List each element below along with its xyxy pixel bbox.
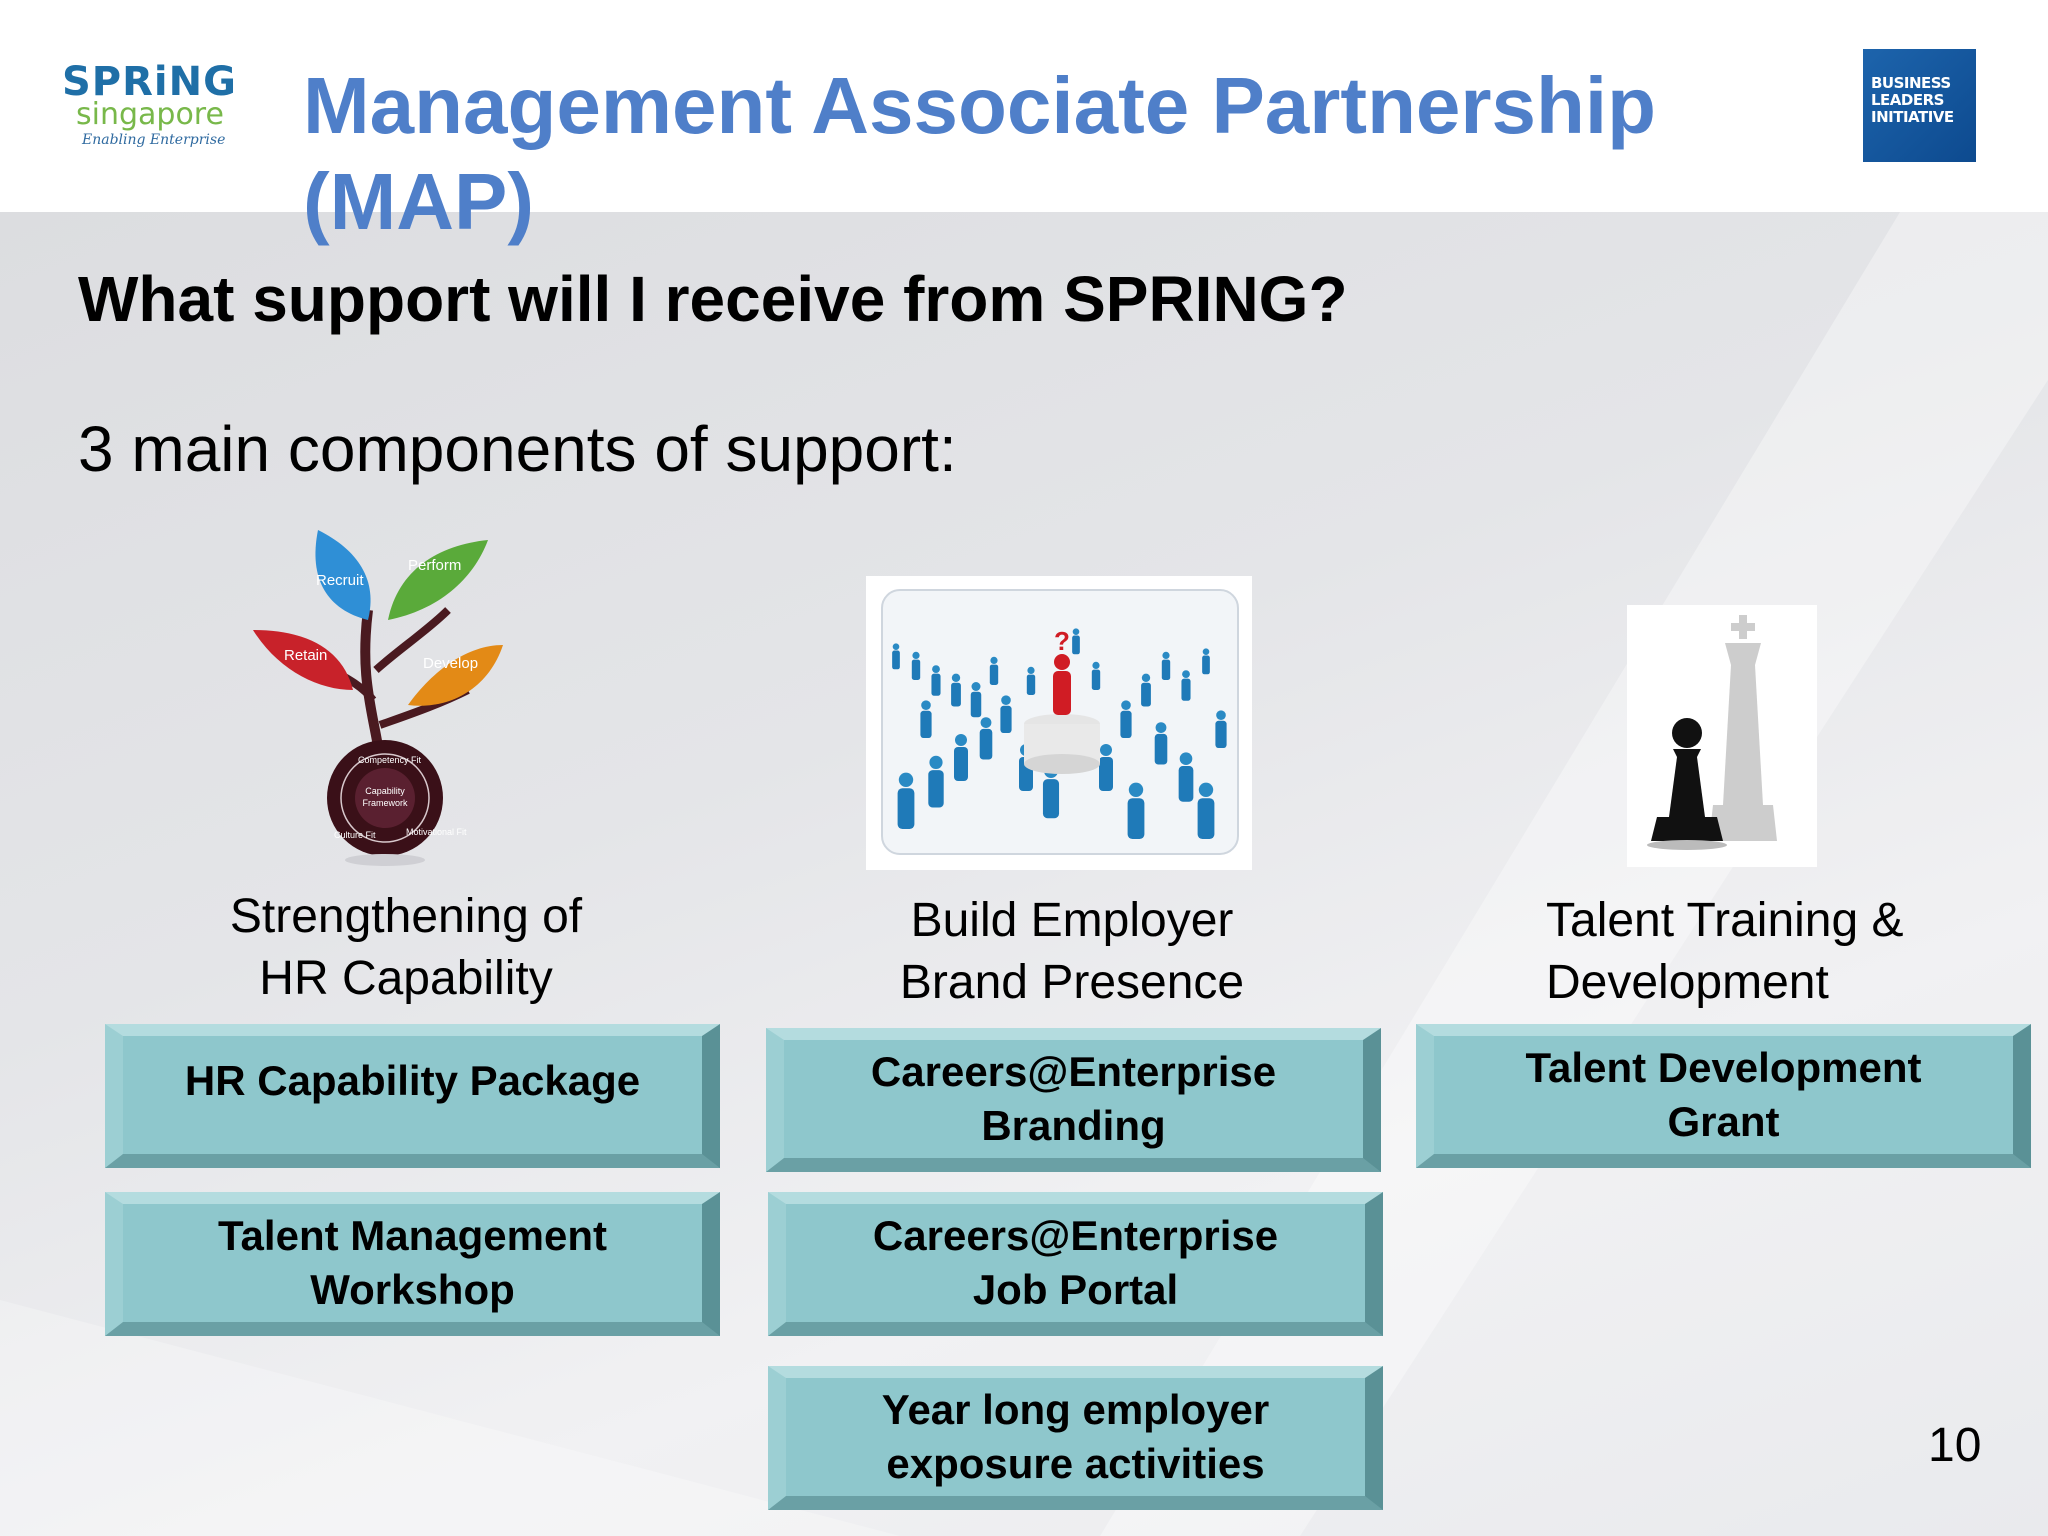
crowd-figure-body [1026, 674, 1036, 695]
leaf-label: Retain [284, 647, 327, 664]
header-band [0, 0, 2048, 212]
bli-line: BUSINESS [1871, 74, 1951, 92]
hr-capability-package-button[interactable]: HR Capability Package [105, 1024, 720, 1168]
crowd-figure-head [1128, 782, 1144, 797]
bli-line: LEADERS [1871, 91, 1944, 109]
crowd-figure-head [951, 673, 961, 682]
crowd-figure-head [1092, 661, 1100, 669]
crowd-figure-body [1042, 779, 1060, 819]
crowd-figure-head [1179, 752, 1193, 765]
crowd-figure-head [898, 772, 914, 787]
pawn [1651, 718, 1723, 841]
crowd-figure-body [1000, 705, 1012, 733]
crowd-figure-body [920, 710, 932, 738]
crowd-figure-head [990, 656, 998, 664]
crowd-employer-brand-illustration: ? [866, 576, 1252, 870]
crowd-figure-body [892, 650, 900, 670]
spring-singapore-logo: SPRiNG singapore Enabling Enterprise [62, 59, 237, 162]
logo-tagline: Enabling Enterprise [82, 132, 226, 148]
leaf-label: Recruit [316, 572, 364, 589]
crowd-figure-body [1178, 766, 1194, 802]
crowd-figure-head [1141, 673, 1151, 682]
crowd-figure-head [932, 665, 940, 673]
crowd-figure-head [1182, 670, 1190, 678]
root-ring-label: Motivational Fit [406, 827, 467, 837]
crowd-figure-body [1215, 720, 1227, 748]
root-center-label: Framework [362, 798, 408, 808]
root-center-label: Capability [365, 786, 405, 796]
crowd-figure-body [1120, 710, 1132, 738]
crowd-figure-head [1155, 722, 1167, 733]
crowd-figure-body [1202, 655, 1210, 675]
crowd-figure-head [929, 755, 943, 769]
crowd-figure-body [1161, 659, 1171, 680]
bli-line: INITIATIVE [1871, 108, 1954, 126]
crowd-figures [892, 628, 1227, 839]
slide-background [0, 212, 2048, 1536]
talent-development-grant-button[interactable]: Talent Development Grant [1416, 1024, 2031, 1168]
leaf-label: Develop [423, 655, 478, 672]
leaf-label: Perform [408, 557, 461, 574]
slide-question: What support will I receive from SPRING? [78, 263, 1348, 335]
component-caption-brand: Build Employer Brand Presence [899, 894, 1245, 1009]
crowd-figure-body [897, 788, 915, 829]
crowd-figure-body [1197, 798, 1215, 839]
crowd-figure-body [954, 747, 968, 781]
crowd-figure-head [1001, 695, 1011, 705]
crowd-figure-body [928, 770, 944, 808]
intro-text: 3 main components of support: [78, 413, 957, 485]
year-long-exposure-activities-button[interactable]: Year long employer exposure activities [768, 1366, 1383, 1510]
crowd-figure-body [1127, 798, 1145, 839]
careers-enterprise-branding-button[interactable]: Careers@Enterprise Branding [766, 1028, 1381, 1172]
careers-enterprise-job-portal-button[interactable]: Careers@Enterprise Job Portal [768, 1192, 1383, 1336]
crowd-figure-head [1027, 666, 1035, 674]
crowd-figure-head [971, 682, 981, 691]
crowd-figure-body [1072, 635, 1080, 655]
crowd-figure-head [921, 700, 931, 710]
crowd-figure-body [989, 664, 999, 685]
crowd-figure-head [892, 643, 900, 650]
crowd-figure-body [911, 659, 921, 680]
crowd-figure-body [1099, 757, 1113, 791]
king-shadow [1709, 615, 1777, 841]
crowd-figure-body [951, 682, 961, 707]
root-ring-label: Culture Fit [334, 830, 376, 840]
crowd-figure-head [1121, 700, 1131, 710]
crowd-figure-head [1162, 651, 1170, 659]
logo-wordmark: SPRiNG [62, 59, 237, 105]
figure-body [1053, 671, 1071, 715]
crowd-figure-head [980, 717, 992, 728]
crowd-figure-body [970, 691, 982, 718]
crowd-figure-head [1216, 710, 1226, 720]
crowd-figure-body [1141, 682, 1151, 707]
talent-management-workshop-button[interactable]: Talent Management Workshop [105, 1192, 720, 1336]
page-number: 10 [1928, 1419, 1982, 1472]
crowd-figure-body [1091, 669, 1101, 690]
logo-subword: singapore [76, 97, 224, 132]
business-leaders-initiative-logo: BUSINESS LEADERS INITIATIVE [1863, 49, 1976, 162]
crowd-figure-body [1181, 678, 1191, 701]
crowd-figure-body [1154, 733, 1168, 765]
hr-capability-tree-illustration: Recruit Perform Retain Develop Competenc… [253, 530, 503, 866]
chess-pawn-king-illustration [1627, 605, 1817, 867]
crowd-figure-head [1072, 628, 1080, 635]
crowd-figure-head [1100, 744, 1112, 756]
component-caption-talent: Talent Training & Development [1546, 894, 1904, 1009]
slide-title: Management Associate Partnership (MAP) [303, 61, 1657, 246]
figure-head [1054, 654, 1070, 670]
crowd-figure-head [912, 651, 920, 659]
crowd-figure-head [1198, 782, 1214, 797]
component-caption-hr: Strengthening of HR Capability [229, 890, 583, 1005]
crowd-figure-body [931, 673, 941, 696]
crowd-figure-body [979, 728, 993, 760]
crowd-figure-head [955, 734, 967, 746]
crowd-figure-head [1202, 648, 1210, 655]
svg-text:?: ? [1054, 626, 1070, 656]
root-ring-label: Competency Fit [358, 755, 422, 765]
